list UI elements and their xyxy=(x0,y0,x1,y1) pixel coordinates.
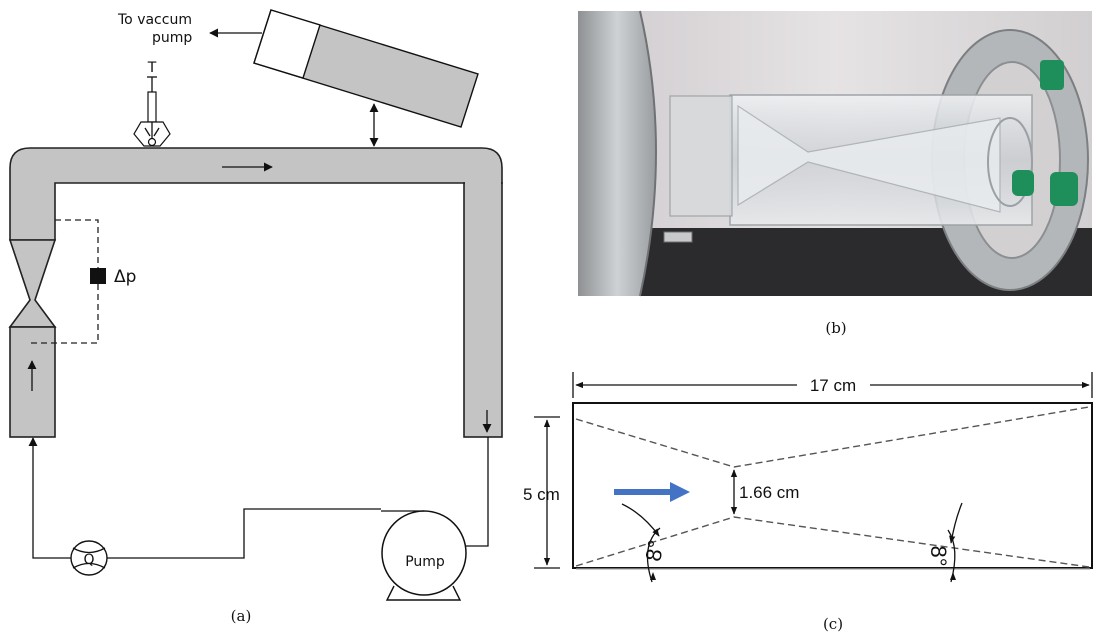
caption-c: (c) xyxy=(823,615,843,633)
angle-pointer-left xyxy=(621,503,660,537)
venturi-profile-lower xyxy=(575,516,1090,568)
vacuum-label-line1: To vaccum xyxy=(117,12,192,28)
vacuum-label-line2: pump xyxy=(152,30,192,46)
vacuum-tank-icon xyxy=(253,9,479,128)
length-label: 17 cm xyxy=(810,376,856,395)
height-label: 5 cm xyxy=(523,485,560,504)
panel-b-photo: (b) xyxy=(578,10,1092,337)
thermometer-label: T xyxy=(147,60,157,76)
green-fitting-top xyxy=(1040,60,1064,90)
dp-line-lower xyxy=(30,284,99,344)
green-fitting-right xyxy=(1050,172,1078,206)
venturi-channel xyxy=(737,104,1001,213)
top-pipe xyxy=(9,147,503,241)
test-section-outline xyxy=(572,402,1093,569)
return-line-mid xyxy=(106,508,381,559)
venturi-profile-upper xyxy=(575,406,1090,468)
left-flange xyxy=(578,11,656,296)
thermometer-icon xyxy=(133,76,171,147)
angle-pointer-right xyxy=(949,502,963,544)
angle-right-label: 8° xyxy=(926,545,951,566)
bolt xyxy=(663,231,693,243)
pump-label: Pump xyxy=(405,554,445,570)
dp-sensor-icon xyxy=(90,268,106,284)
caption-b: (b) xyxy=(825,319,846,337)
panel-c-venturi-dimensions: 17 cm 5 cm 1.66 cm 8° 8° (c) xyxy=(523,372,1093,633)
flowmeter-icon: Q xyxy=(70,540,108,576)
pump-icon: Pump xyxy=(381,510,467,601)
caption-a: (a) xyxy=(231,607,252,625)
flowmeter-label: Q xyxy=(83,552,94,568)
dp-line-upper xyxy=(55,219,99,268)
angle-left-label: 8° xyxy=(640,538,668,563)
throat-label: 1.66 cm xyxy=(739,483,799,502)
return-line-left xyxy=(28,437,72,559)
panel-a-flow-loop: Q Pump Δp T xyxy=(8,9,503,625)
right-pipe xyxy=(463,182,503,438)
venturi-section xyxy=(8,239,57,328)
green-fitting-left xyxy=(1012,170,1034,196)
flow-direction-arrow xyxy=(614,482,690,502)
dp-label: Δp xyxy=(114,267,136,287)
